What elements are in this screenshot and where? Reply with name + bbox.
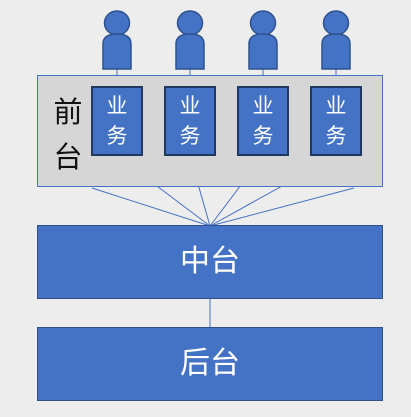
business-block-3: 业 务	[237, 86, 289, 156]
business-block-4: 业 务	[310, 86, 362, 156]
business-block-line1: 业	[179, 94, 201, 118]
business-block-1: 业 务	[91, 86, 143, 156]
business-block-line1: 业	[252, 94, 274, 118]
back-layer-label: 后台	[180, 346, 240, 381]
business-block-line2: 务	[325, 124, 347, 148]
business-block-line1: 业	[106, 94, 128, 118]
fan-line-right-outer	[209, 187, 355, 227]
business-block-line2: 务	[252, 124, 274, 148]
person-icon	[321, 10, 351, 70]
middle-layer-block: 中台	[37, 225, 383, 299]
front-layer-label: 前 台	[48, 90, 88, 180]
person-icon	[248, 10, 278, 70]
back-layer-block: 后台	[37, 327, 383, 401]
middle-layer-label: 中台	[180, 244, 240, 279]
front-label-line2: 台	[53, 140, 83, 174]
business-block-line2: 务	[179, 124, 201, 148]
person-icon	[102, 10, 132, 70]
business-block-line2: 务	[106, 124, 128, 148]
person-icon	[175, 10, 205, 70]
business-block-line1: 业	[325, 94, 347, 118]
fan-line-left-outer	[91, 187, 211, 227]
business-block-2: 业 务	[164, 86, 216, 156]
front-label-line1: 前	[53, 95, 83, 129]
